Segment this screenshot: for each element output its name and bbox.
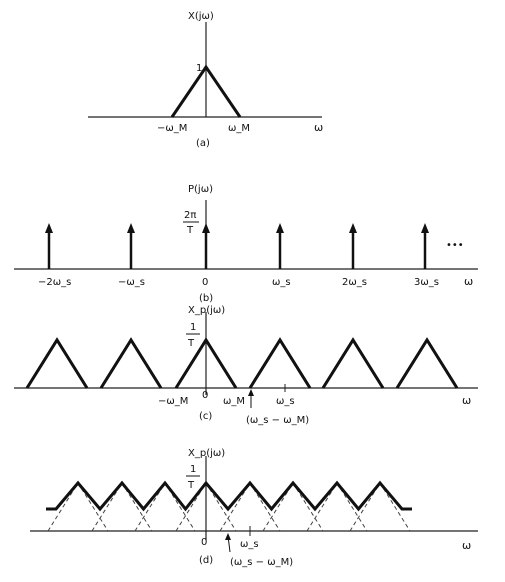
panel-b-amplitude-den: T [186,225,194,236]
panel-c-ylabel: X_p(jω) [188,305,225,316]
panel-d-caption: (d) [199,555,213,566]
panel-b-amplitude-num: 2π [184,210,196,221]
panel-a-tick-wm: ω_M [228,123,250,134]
panel-d-ylabel: X_p(jω) [188,448,225,459]
panel-b-tick-ws: ω_s [272,277,291,288]
panel-a-peak-label: 1 [196,63,202,74]
panel-a-ylabel: X(jω) [188,11,214,22]
impulse-arrowhead-0 [45,223,53,233]
replica-c-2 [174,337,238,389]
panel-d: X_p(jω) 1 T 0 ω_s (ω_s − ω_M) ω (d) [30,448,478,568]
panel-a-caption: (a) [196,138,210,149]
panel-c-caption: (c) [199,411,212,422]
panel-c-tick-wm: ω_M [223,396,245,407]
panel-d-amp-num: 1 [190,464,196,475]
panel-c-xlabel: ω [462,394,471,407]
impulse-arrowhead-2 [202,223,210,233]
panel-c: X_p(jω) 1 T −ω_M 0 ω_M ω_s (ω_s − ω_M) ω… [14,305,478,426]
panel-b-tick-3ws: 3ω_s [414,277,439,288]
panel-b-tick-zero: 0 [202,277,208,288]
panel-c-pointer-arrowhead [248,389,254,396]
panel-a-tick-neg-wm: −ω_M [157,123,187,134]
panel-b-ellipsis: ••• [446,240,464,251]
impulse-arrowhead-1 [127,223,135,233]
impulse-arrowhead-5 [421,223,429,233]
replica-c-0 [25,337,89,389]
panel-a-spectrum [170,64,242,118]
panel-b-impulses [45,223,429,269]
panel-c-arrow-label: (ω_s − ω_M) [246,415,309,426]
aliased-spectrum [46,480,412,512]
panel-c-amp-den: T [187,338,195,349]
panel-b-ylabel: P(jω) [188,184,213,195]
panel-b-tick-neg-2ws: −2ω_s [38,277,71,288]
panel-b-caption: (b) [199,293,213,304]
replica-c-1 [99,337,163,389]
panel-d-arrow-label: (ω_s − ω_M) [230,557,293,568]
panel-c-replicas [25,337,459,389]
replica-c-4 [321,337,385,389]
panel-c-tick-neg-wm: −ω_M [158,396,188,407]
panel-d-aliased-sum [46,480,412,512]
impulse-arrowhead-4 [349,223,357,233]
panel-c-tick-zero: 0 [202,390,208,401]
panel-b-tick-neg-ws: −ω_s [118,277,145,288]
impulse-arrowhead-3 [276,223,284,233]
panel-d-pointer-arrowhead [225,533,231,540]
panel-d-tick-zero: 0 [201,537,207,548]
panel-b-tick-2ws: 2ω_s [342,277,367,288]
replica-c-5 [395,337,459,389]
panel-a-xlabel: ω [314,121,323,134]
panel-d-amp-den: T [187,480,195,491]
replica-c-3 [248,337,312,389]
panel-b-xlabel: ω [464,275,473,288]
panel-a: X(jω) 1 −ω_M ω_M ω (a) [88,11,323,149]
panel-d-tick-ws: ω_s [240,539,259,550]
panel-c-amp-num: 1 [190,322,196,333]
panel-d-xlabel: ω [462,539,471,552]
panel-b: P(jω) 2π T −2ω_s −ω_s 0 ω_s 2ω_s 3ω_s ••… [14,184,478,304]
panel-c-tick-ws: ω_s [276,396,295,407]
